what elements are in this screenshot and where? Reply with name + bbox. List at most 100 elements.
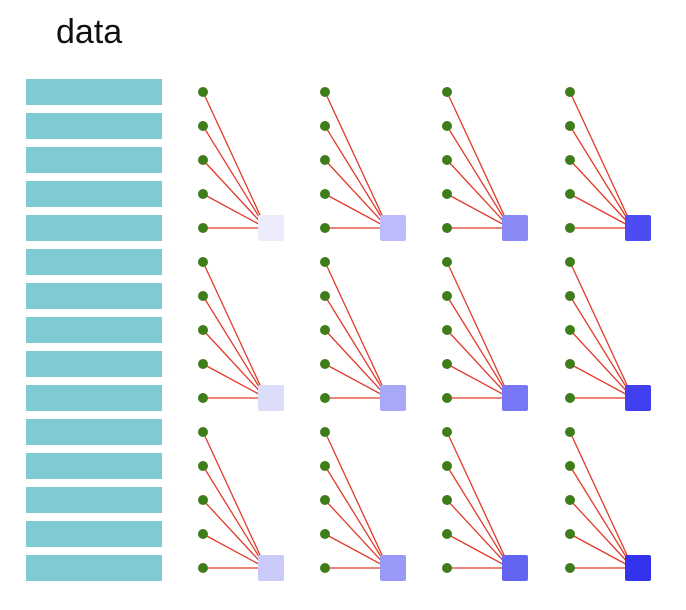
input-node bbox=[442, 461, 452, 471]
input-node bbox=[198, 529, 208, 539]
output-square bbox=[502, 555, 528, 581]
unit bbox=[442, 427, 528, 581]
input-node bbox=[320, 529, 330, 539]
link-line bbox=[202, 125, 267, 229]
link-line bbox=[202, 533, 267, 569]
link-line bbox=[324, 91, 389, 229]
input-node bbox=[565, 359, 575, 369]
unit bbox=[565, 87, 651, 241]
unit bbox=[442, 87, 528, 241]
data-bar bbox=[26, 79, 162, 105]
link-line bbox=[446, 159, 511, 229]
input-node bbox=[320, 563, 330, 573]
link-line bbox=[446, 465, 511, 569]
input-node bbox=[442, 121, 452, 131]
link-line bbox=[202, 193, 267, 229]
link-line bbox=[569, 159, 634, 229]
link-line bbox=[202, 431, 267, 569]
link-line bbox=[324, 295, 389, 399]
output-square bbox=[625, 385, 651, 411]
link-line bbox=[324, 431, 389, 569]
link-line bbox=[202, 261, 267, 399]
link-line bbox=[202, 329, 267, 399]
link-line bbox=[446, 295, 511, 399]
link-line bbox=[569, 125, 634, 229]
unit bbox=[198, 87, 284, 241]
data-bar bbox=[26, 113, 162, 139]
link-line bbox=[569, 465, 634, 569]
input-node bbox=[442, 257, 452, 267]
link-line bbox=[569, 533, 634, 569]
unit bbox=[565, 427, 651, 581]
data-bar bbox=[26, 555, 162, 581]
output-square bbox=[380, 555, 406, 581]
input-node bbox=[565, 563, 575, 573]
input-node bbox=[198, 461, 208, 471]
link-line bbox=[324, 159, 389, 229]
input-node bbox=[198, 325, 208, 335]
link-line bbox=[202, 465, 267, 569]
link-line bbox=[324, 329, 389, 399]
data-bar bbox=[26, 181, 162, 207]
input-node bbox=[565, 325, 575, 335]
link-line bbox=[569, 363, 634, 399]
output-square bbox=[258, 385, 284, 411]
link-line bbox=[324, 465, 389, 569]
input-node bbox=[565, 393, 575, 403]
link-line bbox=[446, 431, 511, 569]
input-node bbox=[320, 257, 330, 267]
input-node bbox=[442, 393, 452, 403]
input-node bbox=[320, 495, 330, 505]
link-line bbox=[569, 499, 634, 569]
diagram-title: data bbox=[56, 13, 123, 51]
input-node bbox=[565, 121, 575, 131]
data-stack bbox=[26, 79, 162, 589]
input-node bbox=[442, 155, 452, 165]
input-node bbox=[320, 325, 330, 335]
unit bbox=[320, 427, 406, 581]
output-square bbox=[625, 215, 651, 241]
data-bar bbox=[26, 215, 162, 241]
input-node bbox=[198, 427, 208, 437]
input-node bbox=[320, 155, 330, 165]
unit bbox=[198, 257, 284, 411]
input-node bbox=[320, 359, 330, 369]
input-node bbox=[442, 291, 452, 301]
input-node bbox=[320, 291, 330, 301]
input-node bbox=[320, 121, 330, 131]
link-line bbox=[446, 499, 511, 569]
input-node bbox=[198, 223, 208, 233]
unit bbox=[442, 257, 528, 411]
link-line bbox=[569, 261, 634, 399]
link-line bbox=[446, 329, 511, 399]
data-bar bbox=[26, 419, 162, 445]
data-bar bbox=[26, 453, 162, 479]
output-square bbox=[258, 215, 284, 241]
unit bbox=[565, 257, 651, 411]
input-node bbox=[565, 495, 575, 505]
link-line bbox=[569, 193, 634, 229]
link-line bbox=[324, 499, 389, 569]
link-line bbox=[202, 91, 267, 229]
data-bar bbox=[26, 521, 162, 547]
input-node bbox=[320, 393, 330, 403]
link-line bbox=[569, 91, 634, 229]
input-node bbox=[565, 223, 575, 233]
link-line bbox=[202, 159, 267, 229]
input-node bbox=[442, 325, 452, 335]
data-bar bbox=[26, 351, 162, 377]
data-bar bbox=[26, 487, 162, 513]
input-node bbox=[442, 87, 452, 97]
input-node bbox=[565, 427, 575, 437]
data-bar bbox=[26, 283, 162, 309]
output-square bbox=[380, 385, 406, 411]
link-line bbox=[569, 329, 634, 399]
output-square bbox=[625, 555, 651, 581]
input-node bbox=[565, 461, 575, 471]
link-line bbox=[202, 499, 267, 569]
link-line bbox=[446, 261, 511, 399]
link-line bbox=[202, 363, 267, 399]
unit bbox=[320, 87, 406, 241]
input-node bbox=[442, 427, 452, 437]
unit bbox=[320, 257, 406, 411]
